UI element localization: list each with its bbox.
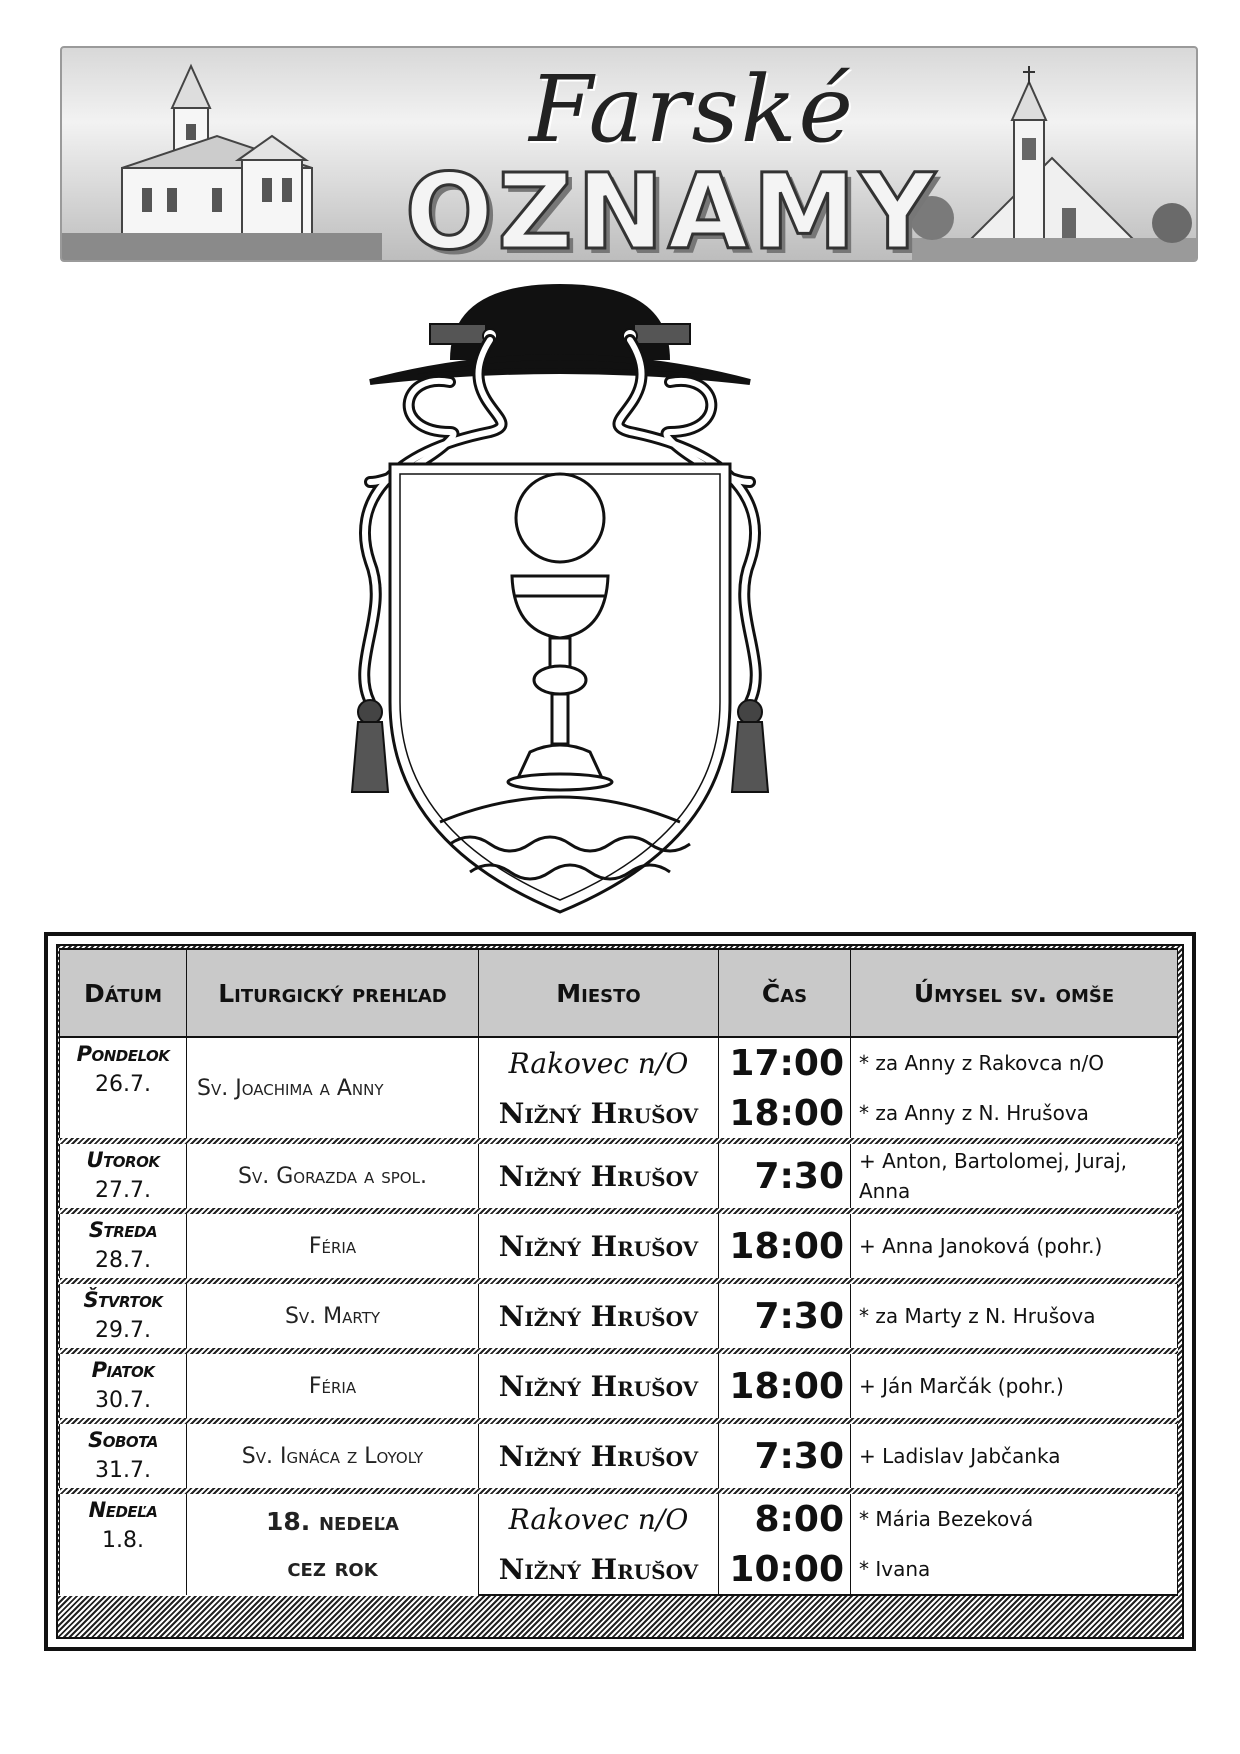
galero-hat-icon (369, 284, 751, 385)
mass-time: 18:00 (718, 1088, 851, 1138)
host-icon (514, 472, 606, 564)
day-date: 27.7. (95, 1178, 151, 1203)
mass-time: 17:00 (718, 1037, 851, 1088)
day-date: 29.7. (95, 1318, 151, 1343)
day-date: 1.8. (102, 1528, 144, 1553)
day-cell: Piatok 30.7. (59, 1354, 187, 1418)
liturgy-cell: Féria (186, 1354, 479, 1418)
day-cell: Nedeľa 1.8. (59, 1494, 187, 1595)
mass-intention: + Ján Marčák (pohr.) (850, 1354, 1178, 1418)
mass-place: Nižný Hrušov (478, 1088, 719, 1138)
table-row: Nižný Hrušov 18:00 * za Anny z N. Hrušov… (60, 1088, 1178, 1138)
day-name: Pondelok (76, 1042, 170, 1066)
mass-place: Nižný Hrušov (478, 1284, 719, 1348)
day-cell: Streda 28.7. (59, 1214, 187, 1278)
mass-intention: + Anna Janoková (pohr.) (850, 1214, 1178, 1278)
mass-intention: * za Marty z N. Hrušova (850, 1284, 1178, 1348)
liturgy-cell: 18. nedeľa cez rok (186, 1494, 479, 1595)
mass-intention: * Ivana (850, 1544, 1178, 1596)
table-row: Pondelok 26.7. Sv. Joachima a Anny Rakov… (59, 1037, 1178, 1138)
header-place: Miesto (478, 948, 719, 1038)
liturgy-cell: Féria (186, 1214, 479, 1278)
mass-place: Nižný Hrušov (478, 1544, 719, 1596)
mass-intention: + Anton, Bartolomej, Juraj, Anna (850, 1144, 1178, 1208)
mass-time: 18:00 (718, 1214, 851, 1278)
day-name: Štvrtok (83, 1288, 163, 1312)
liturgy-cell: Sv. Gorazda a spol. (186, 1144, 479, 1208)
day-cell: Sobota 31.7. (59, 1424, 187, 1488)
day-name: Sobota (88, 1428, 158, 1452)
mass-schedule-table: Dátum Liturgický prehľad Miesto Čas Úmys… (59, 948, 1178, 1596)
mass-time: 10:00 (718, 1544, 851, 1596)
day-name: Piatok (91, 1358, 155, 1382)
banner-title-farske: Farské (529, 56, 855, 163)
table-row: Nedeľa 1.8. 18. nedeľa cez rok Rakovec n… (59, 1494, 1178, 1595)
mass-time: 7:30 (718, 1284, 851, 1348)
day-name: Utorok (86, 1148, 160, 1172)
day-name: Nedeľa (88, 1498, 158, 1522)
header-liturgy: Liturgický prehľad (186, 948, 479, 1038)
liturgy-cell: Sv. Joachima a Anny (186, 1037, 479, 1138)
day-date: 30.7. (95, 1388, 151, 1413)
header-intention: Úmysel sv. omše (850, 948, 1178, 1038)
mass-place: Rakovec n/O (478, 1037, 719, 1088)
mass-intention: * za Anny z Rakovca n/O (850, 1037, 1178, 1088)
waves-icon (439, 795, 691, 881)
mass-place: Nižný Hrušov (478, 1144, 719, 1208)
table-row: Streda 28.7. Féria Nižný Hrušov 18:00 + … (59, 1214, 1178, 1278)
liturgy-line-2: cez rok (287, 1552, 378, 1582)
table-row: Utorok 27.7. Sv. Gorazda a spol. Nižný H… (59, 1144, 1178, 1208)
day-date: 26.7. (95, 1072, 151, 1097)
day-date: 28.7. (95, 1248, 151, 1273)
mass-intention: + Ladislav Jabčanka (850, 1424, 1178, 1488)
table-row: Piatok 30.7. Féria Nižný Hrušov 18:00 + … (59, 1354, 1178, 1418)
header-time: Čas (718, 948, 851, 1038)
table-row: Štvrtok 29.7. Sv. Marty Nižný Hrušov 7:3… (59, 1284, 1178, 1348)
liturgy-cell: Sv. Ignáca z Loyoly (186, 1424, 479, 1488)
mass-time: 18:00 (718, 1354, 851, 1418)
mass-time: 7:30 (718, 1424, 851, 1488)
table-row: Sobota 31.7. Sv. Ignáca z Loyoly Nižný H… (59, 1424, 1178, 1488)
liturgy-cell: Sv. Marty (186, 1284, 479, 1348)
day-cell: Štvrtok 29.7. (59, 1284, 187, 1348)
coat-of-arms (350, 284, 770, 914)
table-header-row: Dátum Liturgický prehľad Miesto Čas Úmys… (59, 948, 1178, 1038)
header-banner: Farské OZNAMY (60, 46, 1198, 262)
church-illustrations (62, 63, 1196, 260)
mass-intention: * za Anny z N. Hrušova (850, 1088, 1178, 1138)
tassel-icon (350, 699, 770, 793)
mass-intention: * Mária Bezeková (850, 1494, 1178, 1544)
day-name: Streda (88, 1218, 158, 1242)
chalice-icon (506, 574, 614, 792)
mass-place: Rakovec n/O (478, 1494, 719, 1544)
day-cell: Utorok 27.7. (59, 1144, 187, 1208)
banner-title-oznamy: OZNAMY (403, 151, 940, 262)
day-cell: Pondelok 26.7. (59, 1037, 187, 1138)
mass-time: 8:00 (718, 1494, 851, 1544)
mass-place: Nižný Hrušov (478, 1424, 719, 1488)
day-date: 31.7. (95, 1458, 151, 1483)
mass-time: 7:30 (718, 1144, 851, 1208)
table-row: Nižný Hrušov 10:00 * Ivana (60, 1544, 1178, 1596)
header-date: Dátum (59, 948, 187, 1038)
mass-place: Nižný Hrušov (478, 1354, 719, 1418)
mass-place: Nižný Hrušov (478, 1214, 719, 1278)
liturgy-line-1: 18. nedeľa (266, 1506, 399, 1536)
